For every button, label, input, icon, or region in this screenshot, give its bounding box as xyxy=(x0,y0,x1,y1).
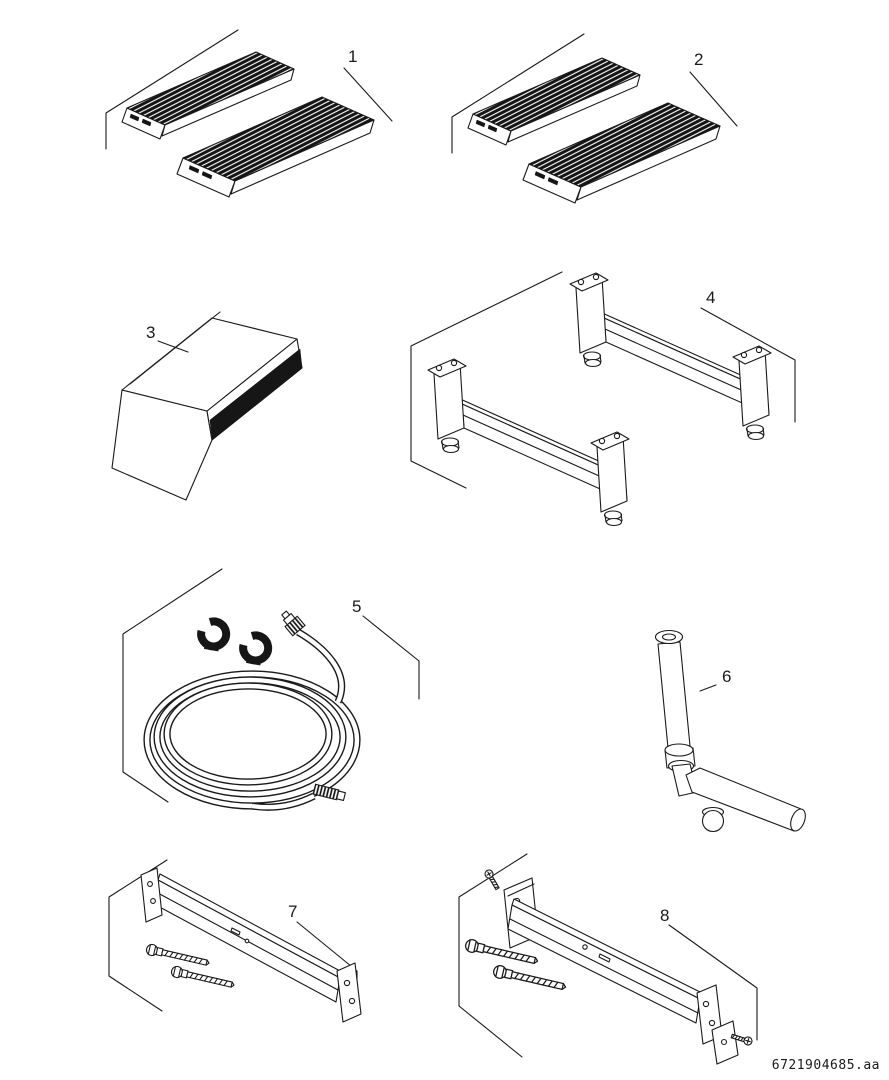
part-number-label: 3 xyxy=(146,323,155,342)
callout-frame-line xyxy=(410,271,563,489)
part-number-label: 8 xyxy=(660,906,669,925)
siphon-assembly xyxy=(654,629,806,833)
hose-clip xyxy=(239,631,273,666)
callout-frame-line xyxy=(105,29,239,150)
part-group-8: 8 xyxy=(458,853,758,1065)
callout-frame-line xyxy=(362,615,420,700)
wall-mount-rail xyxy=(503,877,739,1065)
hose-threaded-end xyxy=(312,783,346,802)
hatched-panel-set xyxy=(121,51,375,198)
part-group-4: 4 xyxy=(410,271,796,527)
callout-frame-line xyxy=(700,307,796,423)
callout-frame-line xyxy=(108,859,168,1012)
part-group-3: 3 xyxy=(111,311,303,501)
part-number-label: 1 xyxy=(348,47,357,66)
part-number-label: 4 xyxy=(706,288,715,307)
callout-frame-line xyxy=(451,33,585,154)
part-number-label: 6 xyxy=(722,667,731,686)
hose-clip xyxy=(197,617,231,652)
bolt-screw xyxy=(463,937,540,968)
part-group-1: 1 xyxy=(105,29,393,198)
mounting-bracket xyxy=(569,272,772,441)
part-group-2: 2 xyxy=(451,33,738,204)
part-number-label: 5 xyxy=(352,597,361,616)
bolt-screw xyxy=(169,964,236,992)
hatched-panel-set xyxy=(467,57,721,204)
leader-line xyxy=(699,684,717,692)
part-group-7: 7 xyxy=(108,859,362,1023)
part-number-label: 7 xyxy=(288,902,297,921)
drain-hose-coil xyxy=(143,610,361,811)
part-number-label: 2 xyxy=(694,50,703,69)
part-group-6: 6 xyxy=(654,629,806,833)
callout-frame-line xyxy=(122,568,223,803)
callout-frame-line xyxy=(668,924,758,1041)
bolt-screw xyxy=(144,942,211,970)
leader-line xyxy=(157,340,189,353)
document-code: 6721904685.aa xyxy=(772,1058,880,1073)
mounting-bracket xyxy=(427,358,630,527)
callout-frame-line xyxy=(343,67,393,122)
callout-frame-line xyxy=(689,71,738,127)
part-group-5: 5 xyxy=(122,568,420,811)
bolt-screw xyxy=(491,963,568,994)
hose-union-nut xyxy=(281,610,306,637)
casing-box xyxy=(111,311,303,501)
wall-mount-rail xyxy=(140,867,362,1023)
